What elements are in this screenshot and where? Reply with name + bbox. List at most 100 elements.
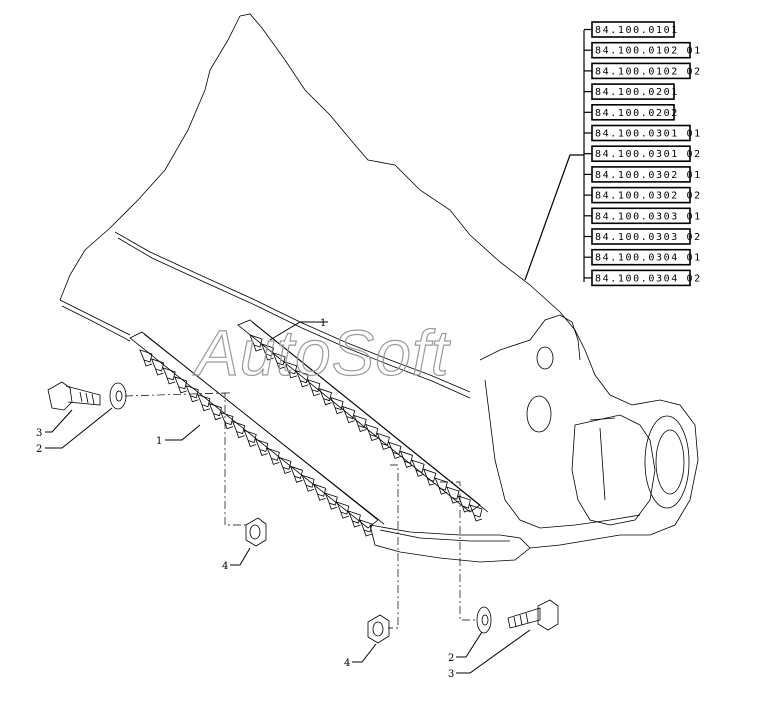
reference-box: [591, 104, 675, 121]
callout-washer-left: 2: [36, 444, 42, 455]
reference-box: [591, 21, 675, 38]
knife-tooth: [341, 405, 356, 424]
reference-row: 84.100.0302 01: [584, 166, 702, 183]
assembly-centerlines: [124, 392, 478, 629]
reference-box: [591, 83, 675, 100]
reference-list: 84.100.0101 84.100.0102 01 84.100.0102 02 8…: [524, 21, 702, 287]
knife-tooth: [307, 379, 321, 397]
knife-tooth: [347, 510, 361, 528]
knife-tooth: [272, 352, 286, 370]
reference-code: 84.100.0301 02: [595, 149, 702, 160]
reference-row: 84.100.0202: [584, 104, 679, 121]
reference-box: [591, 62, 691, 80]
knife-tooth: [365, 423, 379, 441]
knife-tooth: [295, 370, 309, 388]
knife-tooth: [399, 450, 414, 468]
reference-box: [591, 269, 691, 287]
watermark-text: AutoSoft: [192, 317, 451, 389]
reference-code: 84.100.0101: [595, 25, 679, 36]
knife-tooth: [255, 438, 269, 456]
knife-tooth: [301, 474, 315, 492]
reference-row: 84.100.0302 02: [584, 186, 702, 204]
reference-row: 84.100.0102 01: [584, 41, 702, 59]
reference-row: 84.100.0201: [584, 83, 679, 100]
reference-row: 84.100.0304 01: [584, 248, 700, 266]
knife-tooth: [359, 519, 373, 537]
reference-code: 84.100.0301 01: [595, 129, 702, 140]
reference-box: [591, 248, 691, 266]
reference-code: 84.100.0201: [595, 87, 679, 98]
knife-tooth: [208, 403, 222, 421]
reference-box: [591, 145, 691, 162]
knife-tooth: [324, 492, 338, 510]
reference-row: 84.100.0301 02: [584, 145, 702, 162]
knife-tooth: [220, 411, 234, 430]
reference-code: 84.100.0102 01: [595, 46, 702, 57]
knife-tooth: [336, 501, 350, 519]
knife-tooth: [469, 504, 483, 522]
knife-tooth: [243, 429, 257, 448]
knife-tooth: [422, 468, 437, 486]
reference-code: 84.100.0303 01: [595, 211, 702, 222]
reference-list-leader: [524, 154, 584, 281]
bolt-left: [47, 381, 101, 411]
nut-left: [245, 517, 267, 547]
knife-tooth: [266, 447, 280, 465]
knife-tooth: [174, 376, 188, 394]
reference-code: 84.100.0302 01: [595, 170, 702, 181]
reference-row: 84.100.0303 01: [584, 207, 702, 225]
knife-section-upper: [237, 319, 489, 513]
knife-tooth: [376, 432, 390, 450]
callout-nut-left: 4: [222, 561, 228, 572]
reference-box: [591, 228, 691, 245]
callout-nut-bottom: 4: [344, 658, 350, 669]
knife-tooth: [388, 441, 402, 459]
knife-tooth: [231, 420, 246, 439]
reference-box: [591, 186, 691, 204]
reference-row: 84.100.0101: [584, 21, 679, 38]
knife-tooth: [162, 367, 176, 385]
callout-bolt-left: 3: [36, 428, 42, 439]
knife-tooth: [457, 495, 471, 513]
reference-code: 84.100.0303 02: [595, 232, 702, 243]
washer-left: [109, 382, 127, 410]
knife-teeth-lower: [139, 349, 373, 537]
callout-knife-upper: 1: [320, 318, 326, 329]
knife-tooth: [260, 343, 275, 361]
callout-knife-lower: 1: [156, 436, 162, 447]
knife-teeth-upper: [249, 334, 483, 522]
knife-section-lower: [129, 331, 385, 529]
reference-box: [591, 41, 691, 59]
frame-outline: [59, 13, 699, 563]
knife-tooth: [197, 394, 211, 412]
knife-tooth: [330, 396, 344, 415]
knife-tooth: [446, 486, 460, 504]
washer-right: [476, 606, 492, 634]
knife-tooth: [278, 456, 292, 474]
knife-tooth: [353, 414, 367, 433]
knife-tooth: [312, 483, 327, 501]
knife-tooth: [139, 349, 153, 367]
callout-leaders: [45, 321, 531, 674]
knife-tooth: [249, 334, 263, 352]
reference-row: 84.100.0304 02: [584, 269, 702, 287]
knife-tooth: [185, 385, 199, 403]
reference-code: 84.100.0102 02: [595, 66, 702, 77]
knife-tooth: [318, 388, 332, 406]
reference-row: 84.100.0303 02: [584, 228, 702, 245]
reference-code: 84.100.0304 02: [595, 273, 702, 284]
knife-tooth: [434, 477, 448, 495]
reference-box: [591, 207, 691, 225]
reference-row: 84.100.0102 02: [584, 62, 702, 80]
reference-code: 84.100.0202: [595, 108, 679, 119]
nut-bottom: [367, 614, 390, 644]
bolt-right: [507, 599, 559, 631]
knife-tooth: [289, 465, 304, 483]
reference-row: 84.100.0301 01: [584, 124, 702, 142]
knife-tooth: [284, 361, 298, 379]
knife-tooth: [150, 358, 165, 376]
callout-bolt-right: 3: [448, 669, 454, 680]
reference-code: 84.100.0302 02: [595, 191, 702, 202]
